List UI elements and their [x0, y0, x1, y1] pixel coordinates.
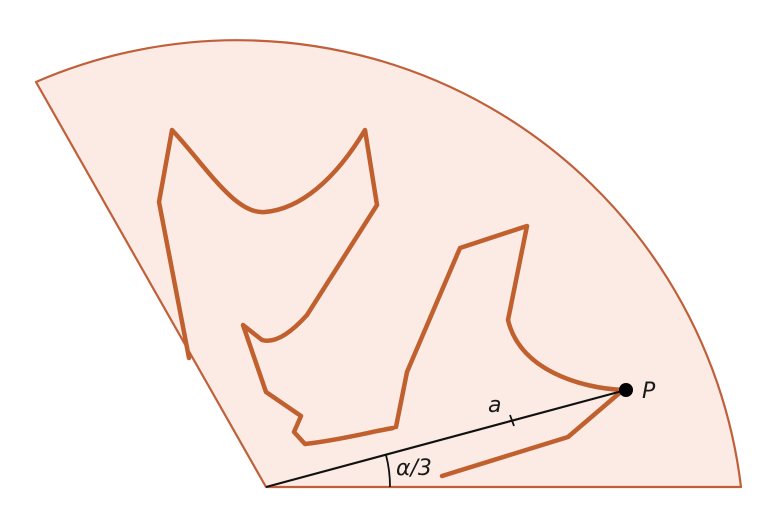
point-p-marker	[619, 383, 633, 397]
angle-label: α/3	[396, 456, 432, 481]
ray-segment	[265, 388, 627, 489]
angle-arc	[385, 454, 391, 488]
segment-tick-mark	[509, 414, 515, 427]
point-p-label: P	[642, 379, 656, 404]
segment-a-label: a	[488, 393, 501, 418]
right-curve	[393, 223, 626, 479]
circular-sector	[34, 39, 743, 489]
left-curve	[156, 127, 396, 447]
